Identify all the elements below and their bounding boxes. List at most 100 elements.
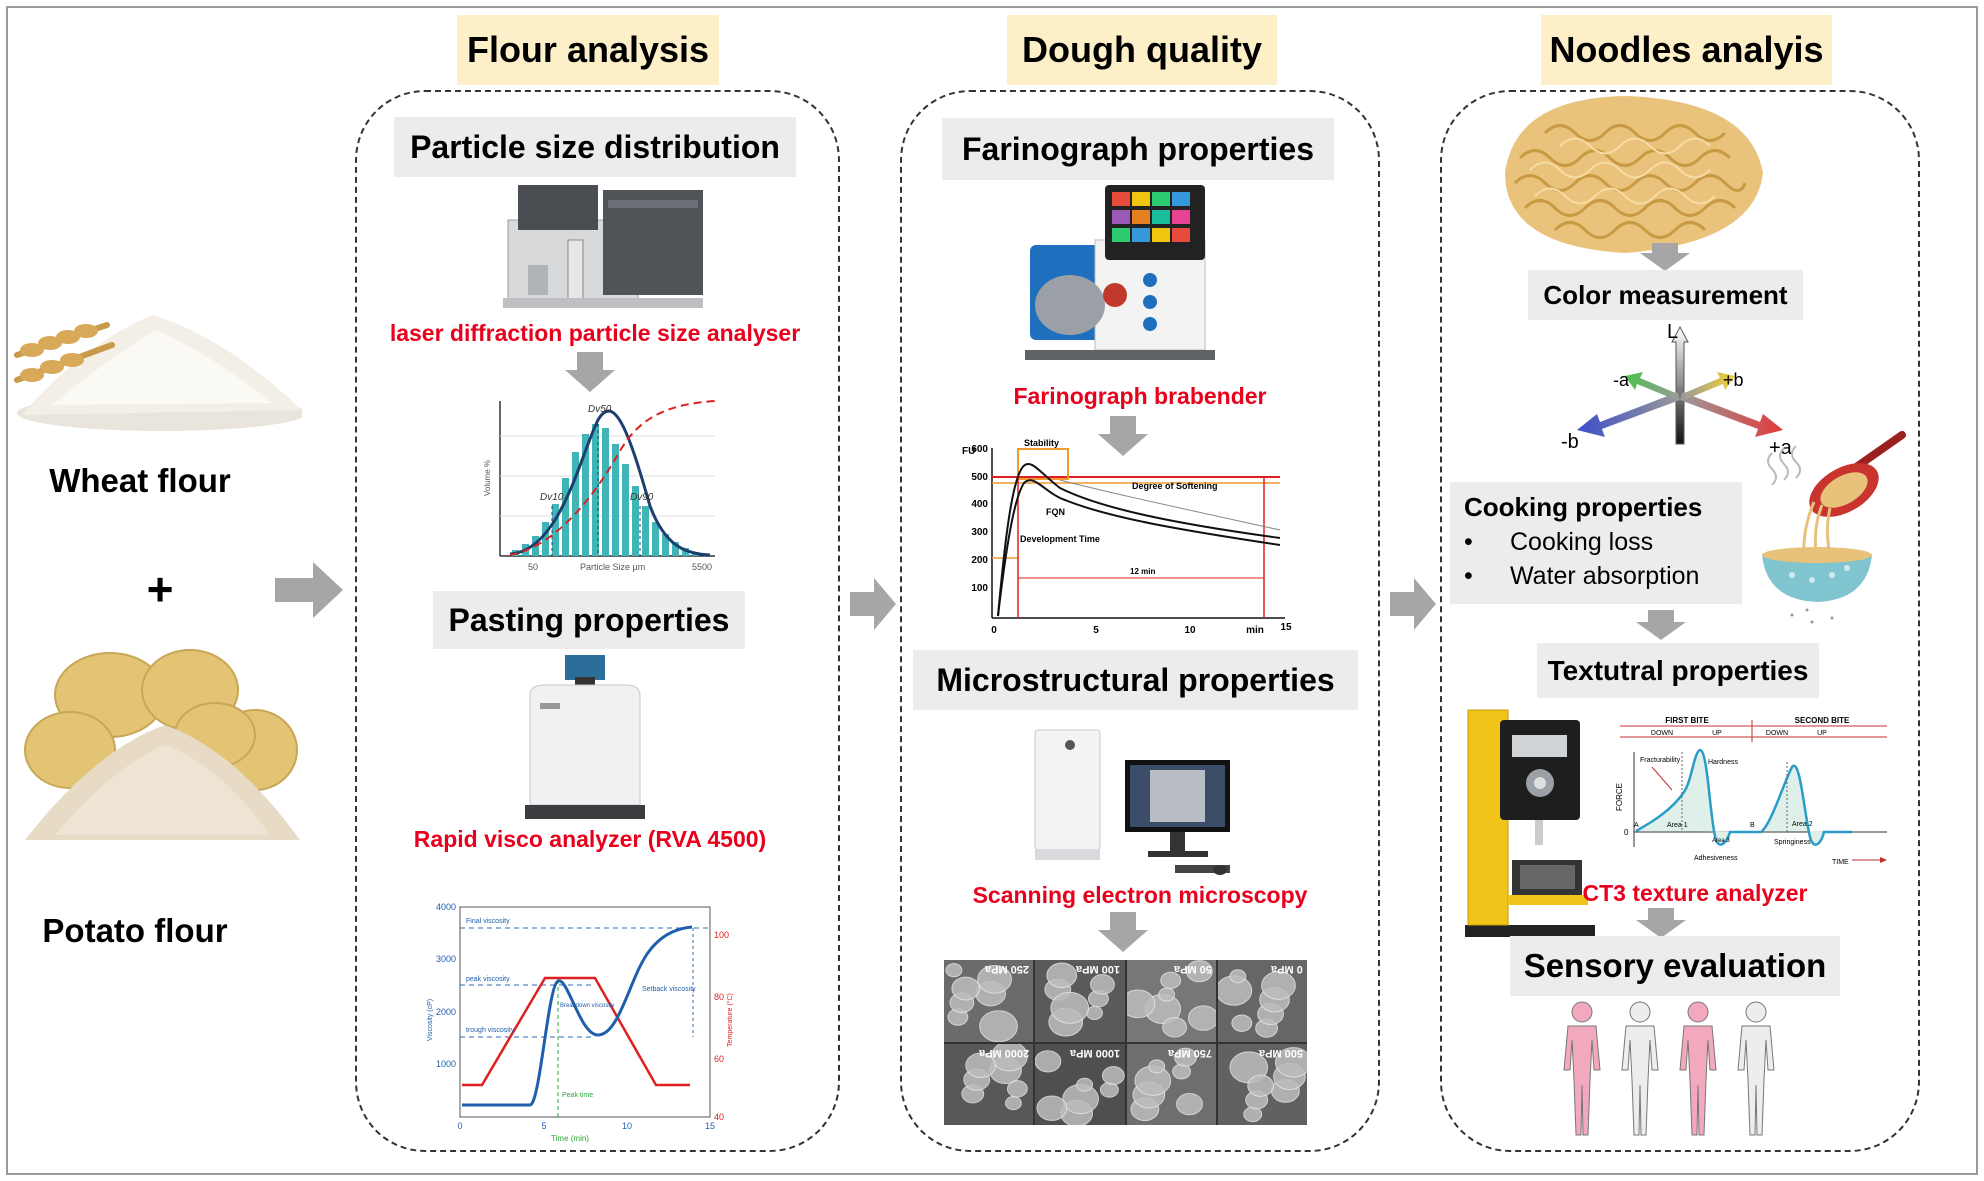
farinograph-chart: FU 100 200 300 400 500 600 0 5 10 min 15… (962, 438, 1292, 636)
psd-bar (562, 478, 569, 556)
noodles-image (1505, 96, 1763, 253)
color-axis-plus-b: +b (1723, 370, 1744, 390)
sem-micrograph-grid: 250 MPa 100 MPa 50 MPa 0 MPa 2000 MPa 1000 MP… (944, 960, 1307, 1125)
psd-bar (662, 534, 669, 556)
tpa-first-bite: FIRST BITE (1665, 716, 1709, 725)
flour-analysis-panel (355, 90, 840, 1152)
psd-bar (572, 452, 579, 556)
figure-frame (6, 6, 1978, 1175)
rva-xtick-5: 5 (541, 1121, 546, 1131)
human-figure (1563, 1001, 1601, 1136)
sem-tile: 750 MPa (1126, 1043, 1216, 1125)
rva-xtick-10: 10 (622, 1121, 632, 1131)
ct3-label: CT3 texture analyzer (1582, 880, 1808, 906)
noodles-analysis-panel (1440, 90, 1920, 1152)
tpa-phase-up-2: UP (1817, 730, 1827, 737)
down-arrow-color (1640, 243, 1690, 271)
plus-sign: + (146, 563, 174, 615)
rva-peak-viscosity: peak viscosity (466, 976, 510, 983)
tpa-fracturability: Fracturability (1640, 757, 1681, 764)
sem-tile-label: 1000 MPa (1070, 1046, 1121, 1059)
rva-rtick-40: 40 (714, 1112, 724, 1122)
sem-tile-label: 100 MPa (1076, 963, 1121, 975)
wheat-flour-image (14, 315, 302, 431)
sem-tile: 50 MPa (1126, 960, 1216, 1042)
cooking-item-water: •Water absorption (1464, 562, 1700, 590)
sem-tile: 100 MPa (1035, 960, 1125, 1042)
sem-label: Scanning electron microscopy (972, 882, 1308, 908)
down-arrow-sensory (1636, 908, 1686, 938)
psd-label-dv50: Dv50 (588, 404, 612, 415)
farino-xtick-15: 15 (1280, 622, 1292, 633)
tpa-hardness: Hardness (1708, 759, 1738, 766)
farino-ytick-600: 600 (971, 444, 988, 455)
farino-xtick-min: min (1246, 625, 1264, 636)
sem-tile-label: 250 MPa (985, 963, 1030, 975)
psd-bar (652, 522, 659, 556)
rva-rtick-80: 80 (714, 992, 724, 1002)
psd-label-dv10: Dv10 (540, 492, 564, 503)
sem-tile: 1000 MPa (1035, 1043, 1125, 1125)
color-axis-l: L (1667, 322, 1678, 343)
tpa-zero: 0 (1624, 828, 1629, 837)
psd-bar (642, 506, 649, 556)
dough-quality-panel (900, 90, 1380, 1152)
rva-xlabel: Time (min) (551, 1134, 589, 1143)
color-axis-minus-a: -a (1613, 370, 1630, 390)
texture-properties-title: Textutral properties (1537, 643, 1819, 698)
farino-ytick-100: 100 (971, 583, 988, 594)
down-arrow-psd (565, 352, 615, 392)
tpa-phase-down-2: DOWN (1766, 730, 1788, 737)
potato-flour-image (24, 649, 300, 840)
cooking-item-loss: •Cooking loss (1464, 528, 1654, 556)
sem-tile: 250 MPa (944, 960, 1034, 1042)
color-axis-minus-b: -b (1561, 431, 1579, 453)
farino-softening: Degree of Softening (1132, 481, 1218, 491)
cooking-pot-image (1762, 431, 1906, 624)
farino-xtick-10: 10 (1184, 625, 1196, 636)
sem-tile-label: 2000 MPa (979, 1046, 1030, 1059)
laser-analyser-label: laser diffraction particle size analyser (389, 320, 801, 346)
tpa-area1: Area 1 (1667, 822, 1688, 829)
sem-tile: 2000 MPa (944, 1043, 1034, 1125)
farinograph-title: Farinograph properties (942, 118, 1334, 180)
psd-ylabel: Volume % (483, 460, 492, 496)
tpa-point-b: B (1750, 822, 1755, 829)
rva-image (525, 655, 645, 819)
color-axis-plus-a: +a (1769, 437, 1793, 457)
psd-bar (622, 464, 629, 556)
rva-rtick-60: 60 (714, 1054, 724, 1064)
psd-label-dv90: Dv90 (630, 492, 654, 503)
down-arrow-sem (1098, 912, 1148, 952)
rva-ytick-1000: 1000 (436, 1059, 456, 1069)
rva-breakdown-viscosity: Breakdown viscosity (560, 1003, 614, 1009)
human-figure (1621, 1001, 1659, 1136)
flour-analysis-header: Flour analysis (457, 15, 719, 85)
sem-tile-label: 500 MPa (1258, 1046, 1303, 1059)
sem-image (1034, 729, 1230, 875)
psd-x-end: 5500 (692, 562, 712, 572)
tpa-time: TIME (1832, 859, 1849, 866)
tpa-phase-down-1: DOWN (1651, 730, 1673, 737)
tpa-second-bite: SECOND BITE (1795, 716, 1850, 725)
flow-arrow-2 (850, 578, 896, 630)
psd-bar (602, 428, 609, 556)
psd-x-start: 50 (528, 562, 538, 572)
down-arrow-texture (1636, 610, 1686, 640)
rva-final-viscosity: Final viscosity (466, 918, 510, 925)
rva-rtick-100: 100 (714, 930, 729, 940)
sem-tile-label: 750 MPa (1167, 1046, 1212, 1059)
farino-ytick-400: 400 (971, 499, 988, 510)
down-arrow-farino (1098, 416, 1148, 456)
farino-yunit: FU (962, 446, 975, 457)
color-measurement-title: Color measurement (1528, 270, 1803, 320)
noodles-analysis-header: Noodles analyis (1541, 15, 1832, 85)
sem-tile-label: 0 MPa (1271, 963, 1303, 975)
wheat-flour-label: Wheat flour (49, 462, 231, 499)
tpa-adhesiveness: Adhesiveness (1694, 855, 1738, 862)
laser-analyser-image (503, 185, 703, 308)
sem-tile: 0 MPa (1217, 960, 1307, 1042)
rva-ytick-3000: 3000 (436, 954, 456, 964)
microstructural-title: Microstructural properties (913, 650, 1358, 710)
color-axes-diagram: L -a +b -b +a (1561, 322, 1793, 457)
